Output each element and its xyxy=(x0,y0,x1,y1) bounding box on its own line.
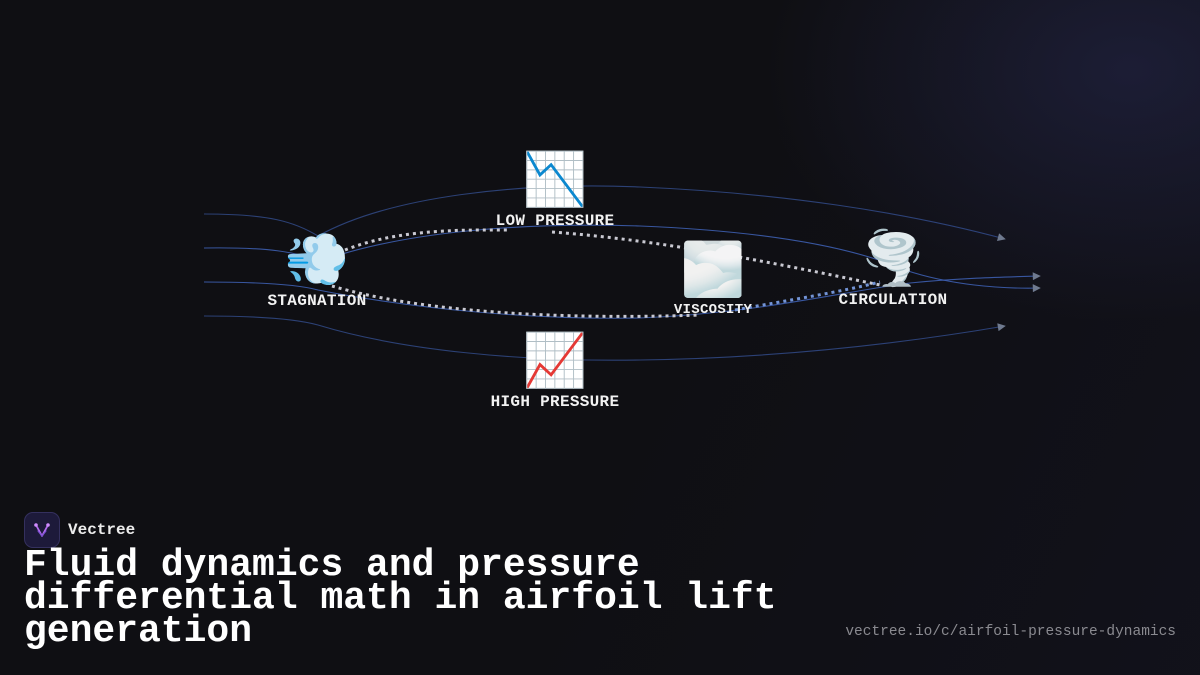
page-title: Fluid dynamics and pressure differential… xyxy=(24,544,777,653)
node-low-pressure: 📉 LOW PRESSURE xyxy=(496,150,615,230)
node-high-pressure: 📈 HIGH PRESSURE xyxy=(491,331,620,411)
tornado-icon: 🌪️ xyxy=(860,229,926,289)
node-label-high-pressure: HIGH PRESSURE xyxy=(490,393,620,411)
node-label-circulation: CIRCULATION xyxy=(838,291,948,309)
node-label-viscosity: VISCOSITY xyxy=(673,302,753,318)
node-label-stagnation: STAGNATION xyxy=(267,292,367,310)
link-low-pressure-to-circulation xyxy=(551,230,881,287)
streamline-inner-top xyxy=(203,224,1041,293)
streamline-inner-bottom xyxy=(203,272,1041,319)
link-stagnation-to-low-pressure xyxy=(344,228,511,252)
streamline-outer-top xyxy=(203,185,1006,241)
wind-icon: 💨 xyxy=(284,230,350,290)
brand-name: Vectree xyxy=(68,521,136,539)
link-viscosity-to-circulation xyxy=(734,280,881,312)
streamline-outer-bottom xyxy=(203,315,1006,361)
vectree-logo-icon xyxy=(24,512,60,548)
node-circulation: 🌪️ CIRCULATION xyxy=(839,229,948,309)
page-url: vectree.io/c/airfoil-pressure-dynamics xyxy=(845,624,1176,640)
chart-increasing-icon: 📈 xyxy=(522,331,588,391)
node-viscosity: 🌫️ VISCOSITY xyxy=(674,240,752,318)
chart-decreasing-icon: 📉 xyxy=(522,150,588,210)
node-stagnation: 💨 STAGNATION xyxy=(267,230,366,310)
brand: Vectree xyxy=(24,512,135,548)
fog-icon: 🌫️ xyxy=(680,240,746,300)
node-label-low-pressure: LOW PRESSURE xyxy=(495,212,615,230)
